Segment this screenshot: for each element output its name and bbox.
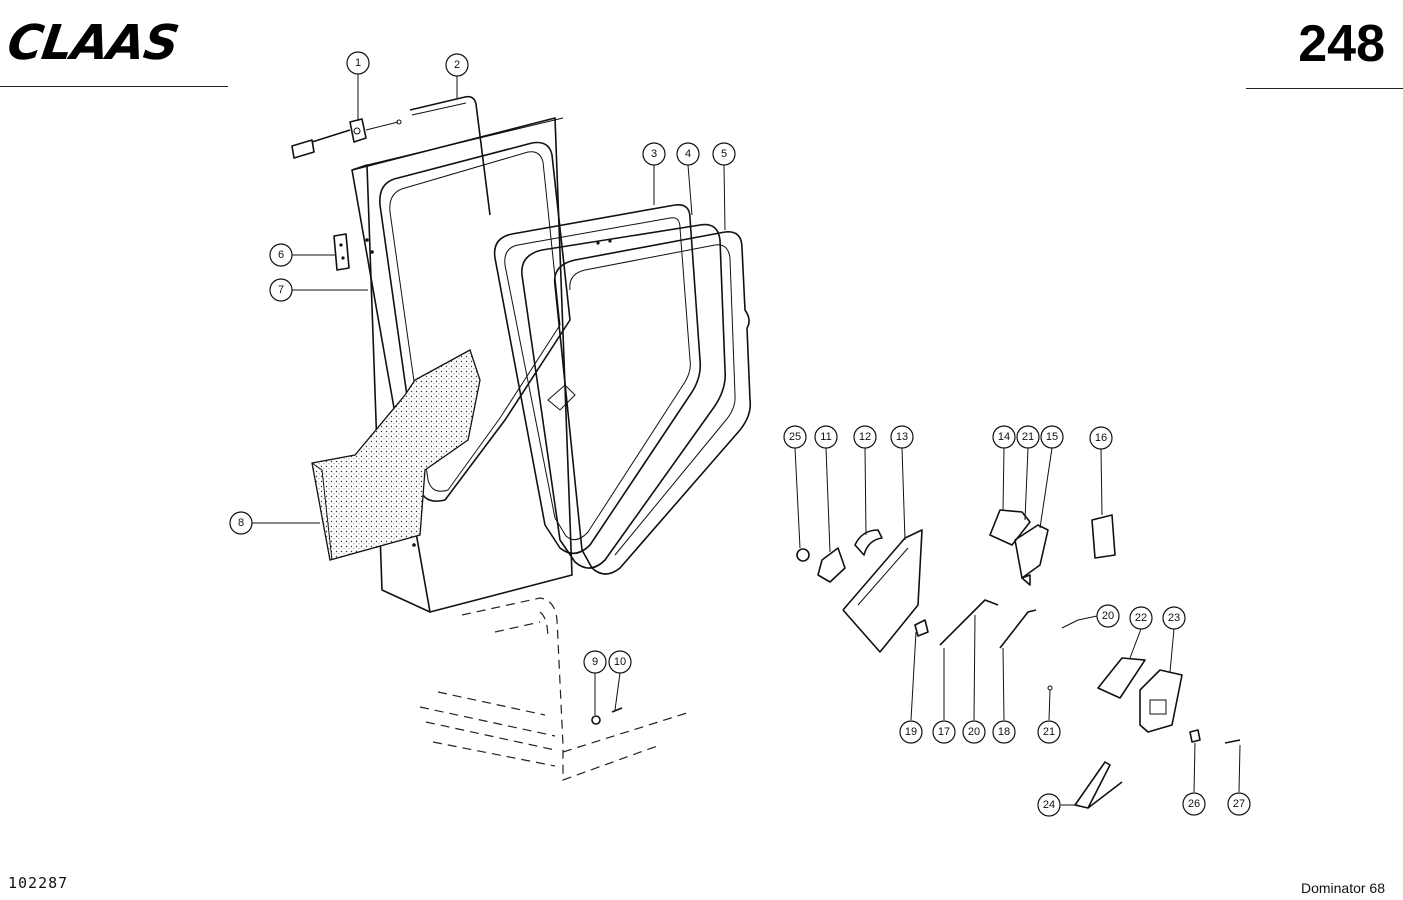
hinge — [291, 118, 402, 159]
callout-11: 11 — [814, 425, 838, 449]
svg-text:17: 17 — [938, 726, 950, 738]
svg-text:25: 25 — [789, 431, 801, 443]
callout-27: 27 — [1227, 792, 1251, 816]
header-rule-right — [1246, 88, 1403, 89]
callout-17: 17 — [932, 720, 956, 744]
callout-24: 24 — [1037, 793, 1061, 817]
svg-text:22: 22 — [1135, 612, 1147, 624]
callout-21-upper: 21 — [1016, 425, 1040, 449]
callout-14: 14 — [992, 425, 1016, 449]
callout-15: 15 — [1040, 425, 1064, 449]
callout-6: 6 — [269, 243, 293, 267]
leader-lines — [252, 74, 1241, 806]
callout-1: 1 — [346, 51, 370, 75]
callout-3: 3 — [642, 142, 666, 166]
cab-outline — [419, 597, 691, 781]
svg-text:10: 10 — [614, 656, 626, 668]
rod — [409, 95, 491, 216]
outer-glass — [547, 231, 752, 575]
hinge-plate — [333, 233, 350, 271]
window-seal — [493, 203, 702, 555]
page-number: 248 — [1298, 15, 1385, 73]
svg-text:14: 14 — [998, 431, 1010, 443]
door-panel — [311, 349, 481, 561]
svg-text:11: 11 — [820, 431, 831, 443]
callout-8: 8 — [229, 511, 253, 535]
svg-text:5: 5 — [721, 148, 727, 160]
svg-text:19: 19 — [905, 726, 917, 738]
svg-text:21: 21 — [1043, 726, 1055, 738]
svg-text:4: 4 — [685, 148, 691, 160]
svg-text:26: 26 — [1188, 798, 1200, 810]
linkage-rods — [939, 599, 1079, 649]
callout-5: 5 — [712, 142, 736, 166]
svg-text:2: 2 — [454, 59, 460, 71]
svg-text:6: 6 — [278, 249, 284, 261]
callout-20-upper: 20 — [1096, 604, 1120, 628]
svg-text:13: 13 — [896, 431, 908, 443]
svg-text:12: 12 — [859, 431, 871, 443]
svg-text:27: 27 — [1233, 798, 1245, 810]
callout-23: 23 — [1162, 606, 1186, 630]
callout-20-lower: 20 — [962, 720, 986, 744]
callout-10: 10 — [608, 650, 632, 674]
svg-text:16: 16 — [1095, 432, 1107, 444]
callout-4: 4 — [676, 142, 700, 166]
svg-text:8: 8 — [238, 517, 244, 529]
svg-text:7: 7 — [278, 284, 284, 296]
callout-26: 26 — [1182, 792, 1206, 816]
callout-12: 12 — [853, 425, 877, 449]
callout-25: 25 — [783, 425, 807, 449]
svg-text:20: 20 — [1102, 610, 1114, 622]
header-rule-left — [0, 86, 228, 87]
svg-text:9: 9 — [592, 656, 598, 668]
svg-text:23: 23 — [1168, 612, 1180, 624]
drawing-number: 102287 — [8, 874, 69, 892]
callout-16: 16 — [1089, 426, 1113, 450]
nut-and-washer — [591, 707, 623, 725]
model-name: Dominator 68 — [1300, 880, 1385, 896]
svg-text:24: 24 — [1043, 799, 1055, 811]
latch-parts — [796, 529, 929, 653]
svg-text:15: 15 — [1046, 431, 1058, 443]
callout-22: 22 — [1129, 606, 1153, 630]
svg-text:1: 1 — [355, 57, 361, 69]
handle-parts — [1047, 657, 1241, 809]
lock-parts — [989, 509, 1116, 586]
svg-text:21: 21 — [1022, 431, 1034, 443]
callout-7: 7 — [269, 278, 293, 302]
callout-2: 2 — [445, 53, 469, 77]
callout-18: 18 — [992, 720, 1016, 744]
callout-9: 9 — [583, 650, 607, 674]
svg-text:3: 3 — [651, 148, 657, 160]
svg-text:20: 20 — [968, 726, 980, 738]
callout-19: 19 — [899, 720, 923, 744]
callout-13: 13 — [890, 425, 914, 449]
svg-text:18: 18 — [998, 726, 1010, 738]
callout-21-lower: 21 — [1037, 720, 1061, 744]
